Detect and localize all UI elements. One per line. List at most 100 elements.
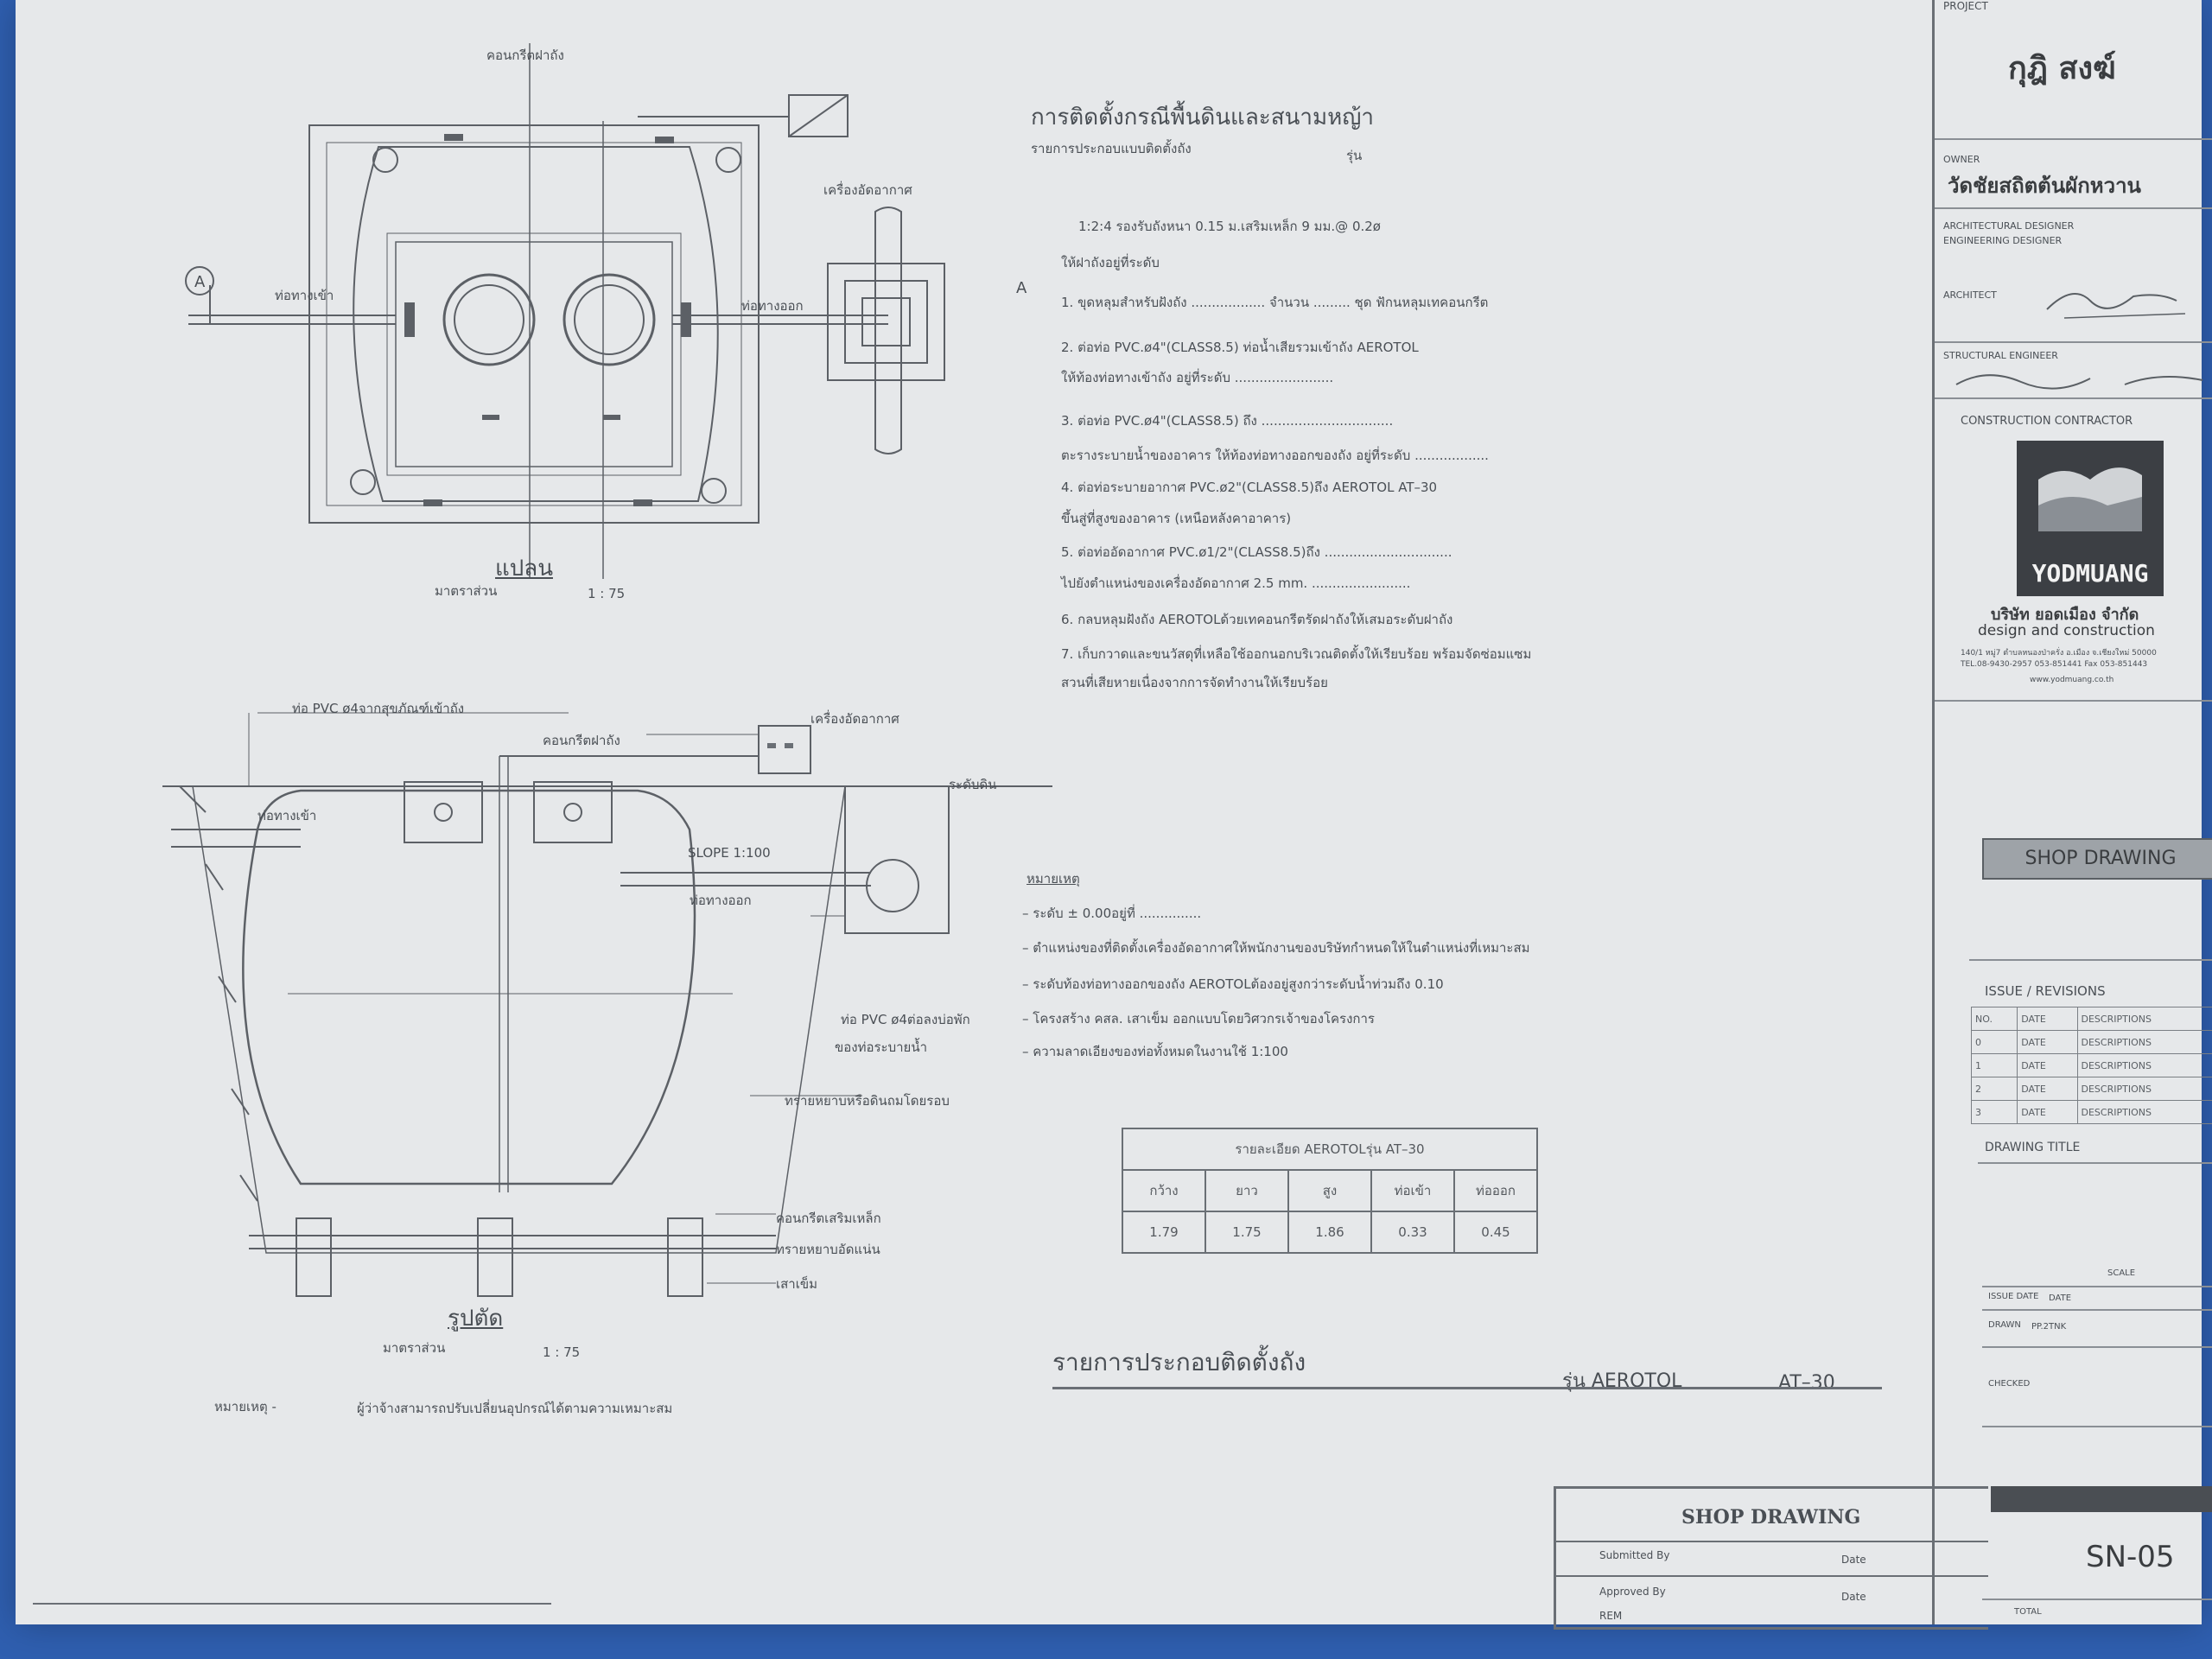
submitted-date-label: Date	[1841, 1554, 1866, 1566]
spec-value-height: 1.86	[1287, 1211, 1372, 1254]
issue-revisions-label: ISSUE / REVISIONS	[1985, 983, 2106, 999]
spec-table-title: รายละเอียด AEROTOLรุ่น AT–30	[1122, 1128, 1538, 1171]
architect-label: ARCHITECT	[1943, 289, 1997, 301]
spec-header-width: กว้าง	[1122, 1169, 1206, 1212]
plan-label-lid: คอนกรีตฝาถัง	[486, 48, 564, 63]
install-item-1: 1. ขุดหลุมสำหรับฝังถัง .................…	[1061, 295, 1489, 310]
section-label-pvc-out-2: ของท่อระบายน้ำ	[835, 1039, 928, 1055]
plan-scale-label: มาตราส่วน	[435, 583, 498, 599]
section-scale-value: 1 : 75	[543, 1344, 581, 1360]
project-name: กุฎิ สงฆ์	[2008, 51, 2116, 86]
plan-label-blower: เครื่องอัดอากาศ	[823, 182, 912, 198]
rev-row-no: 2	[1970, 1077, 2018, 1101]
shop-drawing-block: SHOP DRAWING Submitted By Date Approved …	[1554, 1486, 1988, 1630]
approved-date-label: Date	[1841, 1591, 1866, 1603]
spec-header-length: ยาว	[1205, 1169, 1289, 1212]
spec-value-width: 1.79	[1122, 1211, 1206, 1254]
drawing-no-band	[1991, 1486, 2212, 1512]
remark-label: REM	[1599, 1610, 1623, 1622]
rev-header-date: DATE	[2017, 1007, 2078, 1031]
tb-divider-7	[1978, 1162, 2212, 1164]
rev-row-no: 1	[1970, 1053, 2018, 1077]
contractor-label: CONSTRUCTION CONTRACTOR	[1961, 415, 2133, 428]
rev-header-no: NO.	[1970, 1007, 2018, 1031]
notes-title: หมายเหตุ	[1027, 871, 1080, 887]
install-item-4b: ขึ้นสู่ที่สูงของอาคาร (เหนือหลังคาอาคาร)	[1061, 511, 1292, 526]
plan-label-inlet: ท่อทางเข้า	[275, 288, 334, 303]
bottom-left-line	[33, 1603, 551, 1605]
section-label-pvc-in: ท่อ PVC ø4จากสุขภัณฑ์เข้าถัง	[292, 701, 465, 716]
shop-drawing-badge: SHOP DRAWING	[1982, 838, 2212, 880]
submitted-label: Submitted By	[1599, 1549, 1670, 1561]
tb-divider-9	[1982, 1309, 2212, 1311]
scale-label: SCALE	[2107, 1268, 2136, 1278]
section-scale-label: มาตราส่วน	[383, 1340, 446, 1356]
eng-designer-label: ENGINEERING DESIGNER	[1943, 235, 2063, 246]
tb-divider-1	[1935, 138, 2212, 140]
notes-item-4: – ความลาดเอียงของท่อทั้งหมดในงานใช้ 1:10…	[1022, 1044, 1288, 1059]
owner-label: OWNER	[1943, 154, 1980, 165]
revisions-table: NO. DATE DESCRIPTIONS 0 DATE DESCRIPTION…	[1970, 1007, 2212, 1124]
structural-signature	[1955, 374, 2203, 390]
tb-divider-6	[1969, 959, 2212, 961]
project-label: PROJECT	[1943, 0, 1988, 12]
caption-underline	[1052, 1387, 1882, 1389]
notes-item-2: – ระดับท้องท่อทางออกของถัง AEROTOLต้องอย…	[1022, 976, 1444, 992]
spec-table: รายละเอียด AEROTOLรุ่น AT–30 กว้าง ยาว ส…	[1122, 1128, 1538, 1254]
section-label-pile: เสาเข็ม	[776, 1276, 817, 1292]
tb-divider-5	[1935, 700, 2212, 702]
section-label-inlet: ท่อทางเข้า	[257, 808, 317, 823]
arch-designer-label: ARCHITECTURAL DESIGNER	[1943, 220, 2075, 232]
section-label-pvc-out-1: ท่อ PVC ø4ต่อลงบ่อพัก	[841, 1012, 970, 1027]
rev-row-desc: DESCRIPTIONS	[2076, 1030, 2212, 1054]
section-label-lid: คอนกรีตฝาถัง	[543, 733, 620, 748]
install-subtitle-b: รุ่น	[1346, 148, 1363, 163]
rev-row-no: 0	[1970, 1030, 2018, 1054]
rev-row-desc: DESCRIPTIONS	[2076, 1100, 2212, 1124]
install-item-6: 6. กลบหลุมฝังถัง AEROTOLด้วยเทคอนกรีตรัด…	[1061, 612, 1453, 627]
section-label-ground: ระดับดิน	[949, 777, 997, 792]
notes-item-3: – โครงสร้าง คสล. เสาเข็ม ออกแบบโดยวิศวกร…	[1022, 1011, 1375, 1027]
plan-title: แปลน	[495, 556, 553, 582]
section-label-outlet: ท่อทางออก	[690, 893, 752, 908]
drawing-title-label: DRAWING TITLE	[1985, 1141, 2081, 1154]
company-name-th: บริษัท ยอดเมือง จำกัด	[1991, 606, 2139, 624]
plan-label-outlet: ท่อทางออก	[741, 298, 804, 314]
install-item-7: 7. เก็บกวาดและขนวัสดุที่เหลือใช้ออกนอกบร…	[1061, 646, 1532, 662]
drawn-label: DRAWN	[1988, 1320, 2021, 1330]
install-item-4: 4. ต่อท่อระบายอากาศ PVC.ø2"(CLASS8.5)ถึง…	[1061, 480, 1438, 495]
issue-date-label: ISSUE DATE	[1988, 1292, 2039, 1301]
install-title: การติดตั้งกรณีพื้นดินและสนามหญ้า	[1031, 105, 1374, 130]
shop-block-divider-1	[1556, 1541, 1988, 1542]
drawing-number: SN-05	[2086, 1540, 2175, 1574]
rev-row-date: DATE	[2017, 1077, 2078, 1101]
shop-block-divider-2	[1556, 1575, 1988, 1577]
rev-row-date: DATE	[2017, 1100, 2078, 1124]
checked-label: CHECKED	[1988, 1379, 2031, 1389]
install-item-2b: ให้ท้องท่อทางเข้าถัง อยู่ที่ระดับ ......…	[1061, 370, 1334, 385]
section-label-blower: เครื่องอัดอากาศ	[810, 711, 899, 727]
tb-divider-12	[1982, 1599, 2212, 1600]
section-drawing	[162, 712, 1052, 1297]
spec-value-length: 1.75	[1205, 1211, 1289, 1254]
footnote-text: ผู้ว่าจ้างสามารถปรับเปลี่ยนอุปกรณ์ได้ตาม…	[357, 1401, 673, 1416]
tb-divider-11	[1982, 1426, 2212, 1427]
caption-right-b: AT–30	[1778, 1372, 1835, 1394]
spec-value-outlet: 0.45	[1453, 1211, 1538, 1254]
section-label-rc: คอนกรีตเสริมเหล็ก	[776, 1211, 881, 1226]
tb-divider-10	[1982, 1346, 2212, 1348]
install-subtitle-a: รายการประกอบแบบติดตั้งถัง	[1031, 141, 1192, 156]
section-label-sand: ทรายหยาบอัดแน่น	[776, 1242, 880, 1257]
install-item-base: 1:2:4 รองรับถังหนา 0.15 ม.เสริมเหล็ก 9 ม…	[1078, 219, 1381, 234]
rev-row-date: DATE	[2017, 1053, 2078, 1077]
spec-header-height: สูง	[1287, 1169, 1372, 1212]
notes-item-1: – ตำแหน่งของที่ติดตั้งเครื่องอัดอากาศให้…	[1022, 940, 1530, 956]
rev-row-desc: DESCRIPTIONS	[2076, 1053, 2212, 1077]
install-item-2: 2. ต่อท่อ PVC.ø4"(CLASS8.5) ท่อน้ำเสียรว…	[1061, 340, 1419, 355]
title-block: PROJECT กุฎิ สงฆ์ OWNER วัดชัยสถิตต้นผัก…	[1932, 0, 2212, 1624]
notes-item-0: – ระดับ ± 0.00อยู่ที่ ...............	[1022, 906, 1202, 921]
drawn-value: PP.2TNK	[2031, 1322, 2067, 1332]
plan-section-marker-left: A	[194, 273, 206, 291]
rev-row-no: 3	[1970, 1100, 2018, 1124]
install-item-lid: ให้ฝาถังอยู่ที่ระดับ	[1061, 255, 1160, 270]
